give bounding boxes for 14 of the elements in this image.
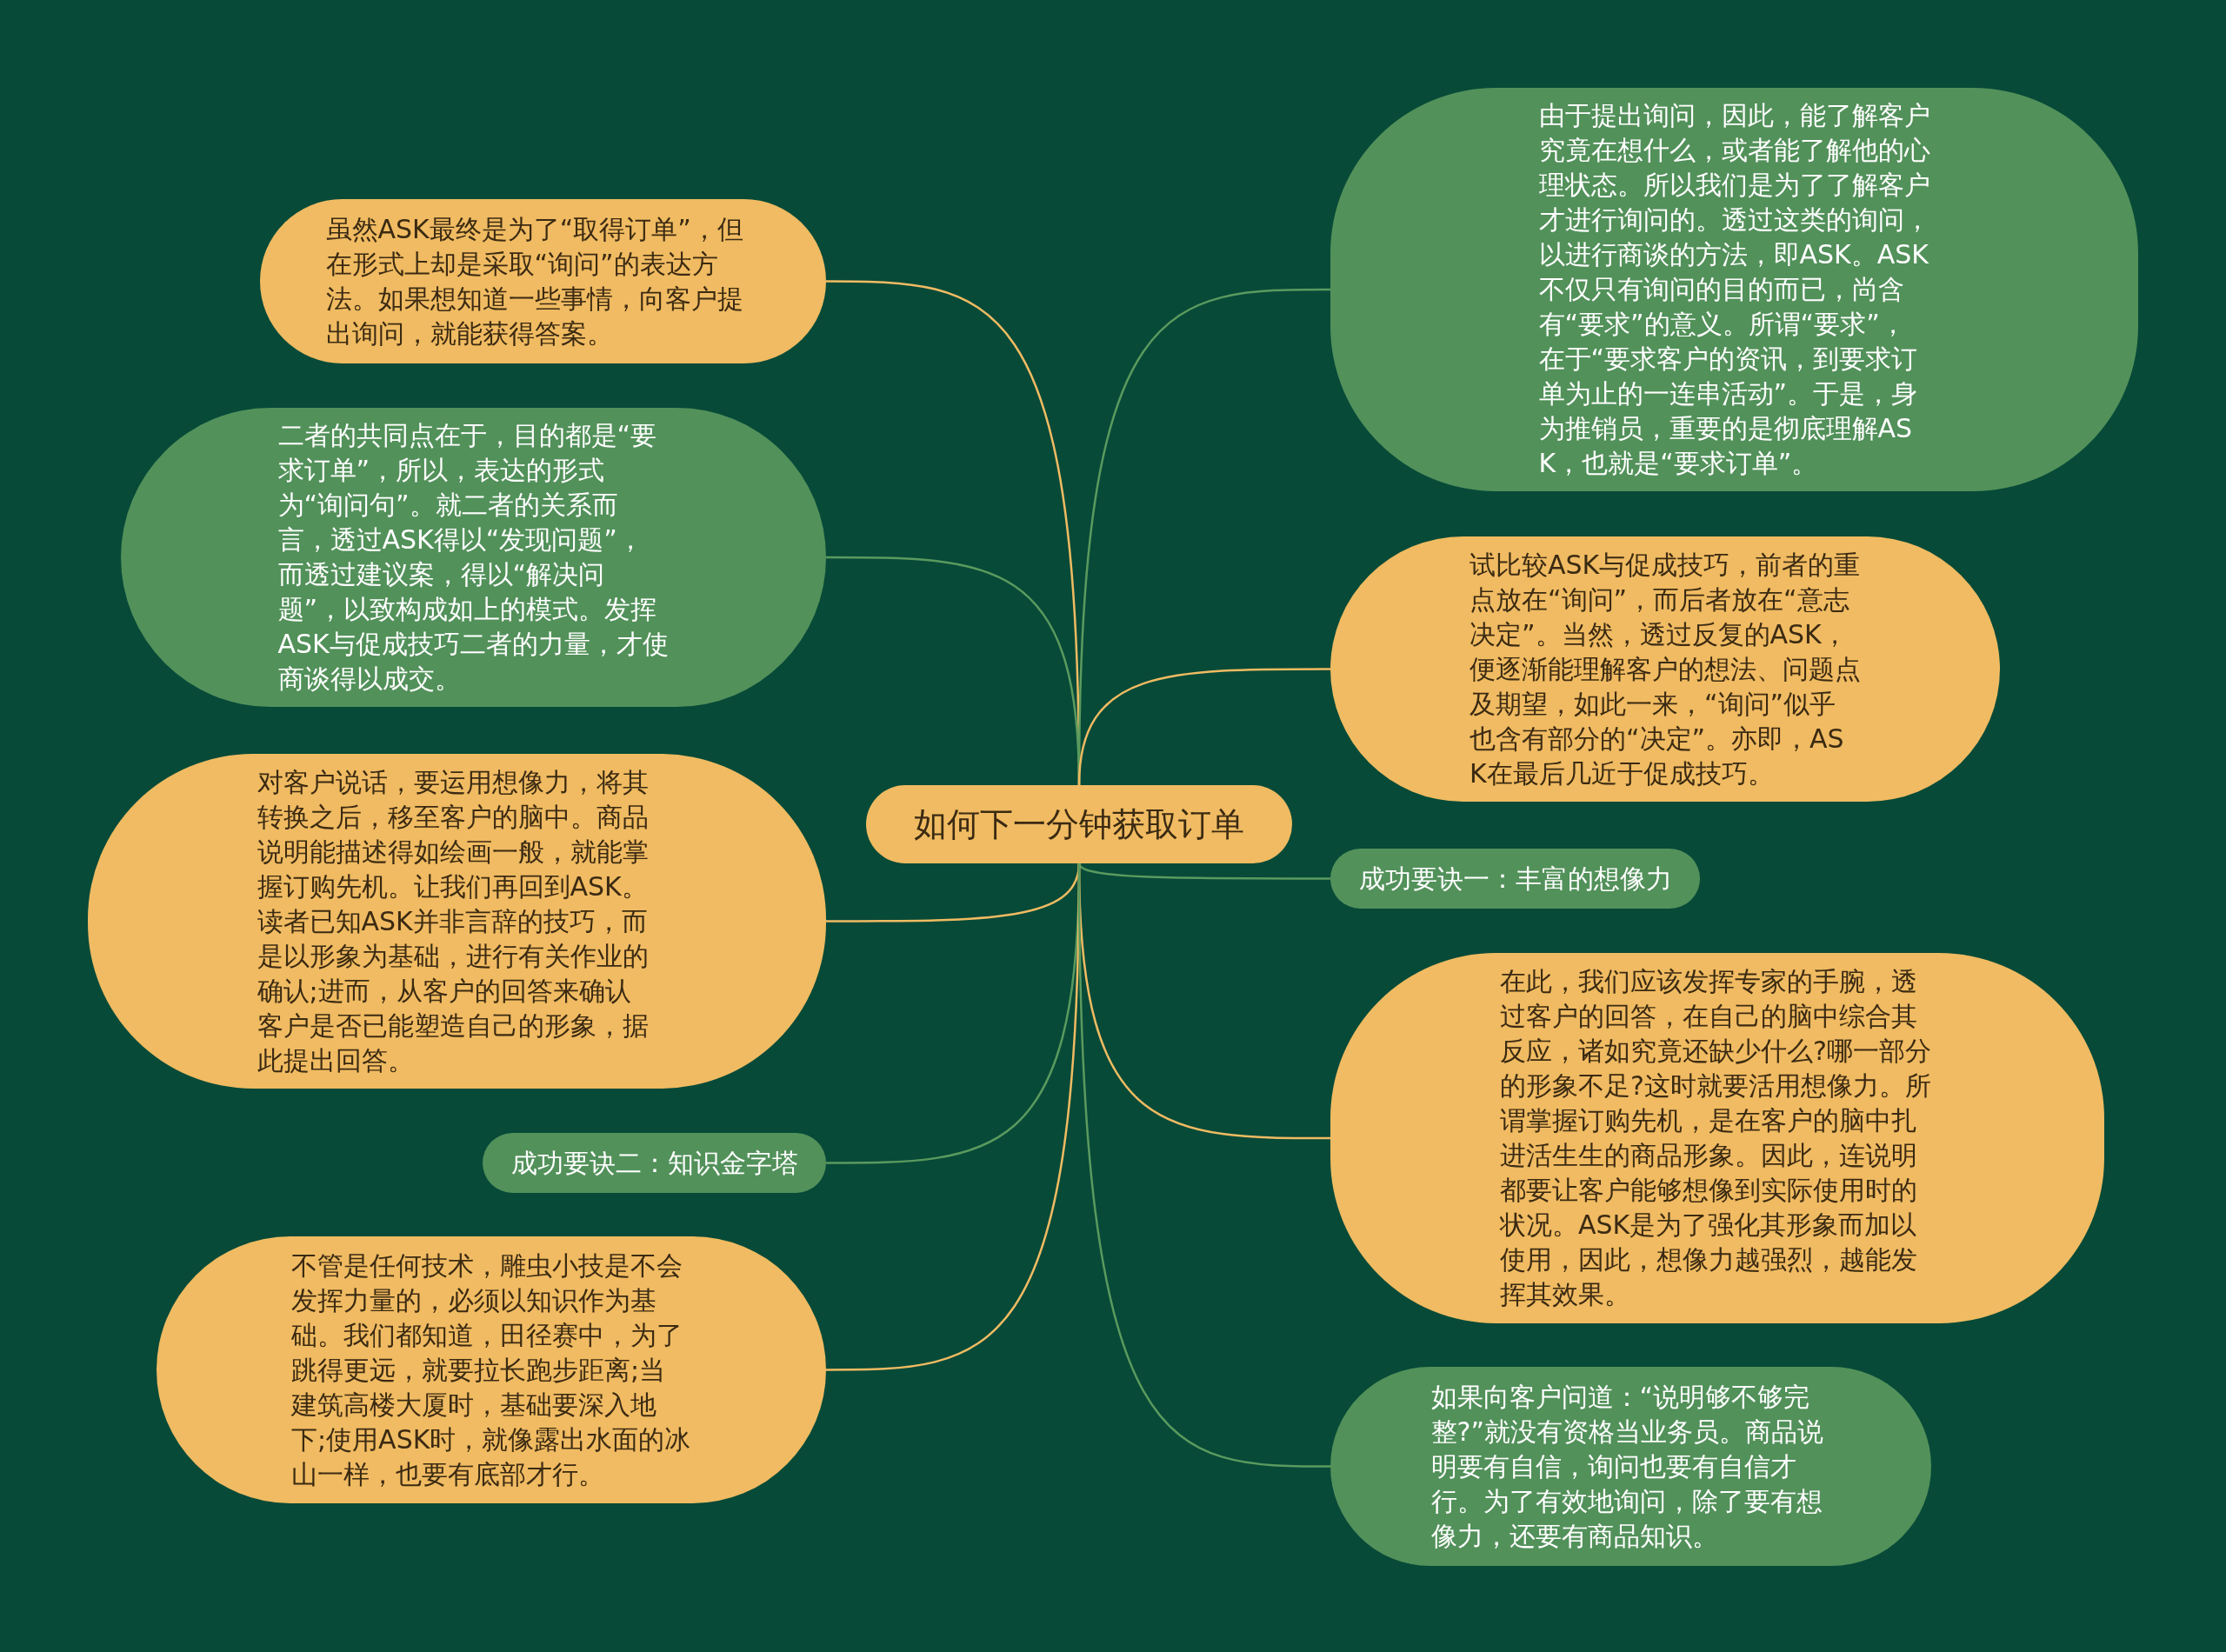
note-text: 虽然ASK最终是为了“取得订单”，但在形式上却是采取“询问”的表达方法。如果想知道一些事情，向客户提出询问，就能获得答案。 (325, 212, 744, 350)
note-text: 二者的共同点在于，目的都是“要求订单”，所以，表达的形式为“询问句”。就二者的关系而言，透过ASK得以“发现问题”，而透过建议案，得以“解决问题”，以致构成如上的模式。发挥ASK与促成技巧二者的力量，才使商谈得以成交。 (277, 419, 670, 696)
note-text: 由于提出询问，因此，能了解客户究竟在想什么，或者能了解他的心理状态。所以我们是为了了解客户才进行询问的。透过这类的询问，以进行商谈的方法，即ASK。ASK不仅只有询问的目的而已，尚含有“要求”的意义。所谓“要求”，在于“要求客户的资讯，到要求订单为止的一连串活动”。于是，身为推销员，重要的是彻底理解ASK，也就是“要求订单”。 (1538, 99, 1930, 480)
branch-text: 成功要诀二：知识金字塔 (510, 1146, 798, 1180)
note-text: 在此，我们应该发挥专家的手腕，透过客户的回答，在自己的脑中综合其反应，诸如究竟还缺少什么?哪一部分的形象不足?这时就要活用想像力。所谓掌握订购先机，是在客户的脑中扎进活生生的商品形象。因此，连说明都要让客户能够想像到实际使用时的状况。ASK是为了强化其形象而加以使用，因此，想像力越强烈，越能发挥其效果。 (1500, 965, 1932, 1311)
connector-line (1077, 668, 1330, 786)
note-text: 如果向客户问道：“说明够不够完整?”就没有资格当业务员。商品说明要有自信，询问也要有自信才行。为了有效地询问，除了要有想像力，还要有商品知识。 (1430, 1380, 1824, 1553)
connector-line (1077, 863, 1330, 880)
note-text: 不管是任何技术，雕虫小技是不会发挥力量的，必须以知识作为基础。我们都知道，田径赛中，为了跳得更远，就要拉长跑步距离;当建筑高楼大厦时，基础要深入地下;使用ASK时，就像露出水面的冰山一样，也要有底部才行。 (291, 1249, 691, 1491)
note-text: 对客户说话，要运用想像力，将其转换之后，移至客户的脑中。商品说明能描述得如绘画一般，就能掌握订购先机。让我们再回到ASK。读者已知ASK并非言辞的技巧，而是以形象为基础，进行有关作业的确认;进而，从客户的回答来确认客户是否已能塑造自己的形象，据此提出回答。 (257, 765, 650, 1077)
branch-text: 成功要诀一：丰富的想像力 (1358, 862, 1672, 896)
note-text: 试比较ASK与促成技巧，前者的重点放在“询问”，而后者放在“意志决定”。当然，透过反复的ASK，便逐渐能理解客户的想法、问题点及期望，如此一来，“询问”似乎也含有部分的“决定”。亦即，ASK在最后几近于促成技巧。 (1470, 548, 1861, 790)
connector-line (1077, 863, 1330, 1468)
topic-text: 如何下一分钟获取订单 (914, 804, 1244, 845)
